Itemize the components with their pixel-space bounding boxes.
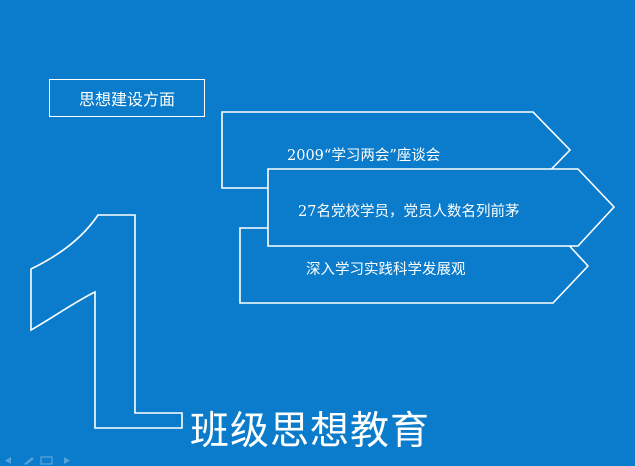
section-label-box: 思想建设方面: [49, 79, 205, 117]
arrow-item-1-text: 2009“学习两会”座谈会: [287, 148, 441, 164]
main-title: 班级思想教育: [190, 409, 431, 454]
next-arrow-icon[interactable]: [58, 456, 72, 465]
arrow-shape-2: [267, 168, 616, 247]
slide-menu-icon[interactable]: [40, 455, 54, 465]
pen-icon[interactable]: [22, 456, 36, 465]
slideshow-toolbar: [0, 454, 94, 466]
prev-arrow-icon[interactable]: [4, 456, 18, 465]
arrow-item-3-text: 深入学习实践科学发展观: [306, 262, 466, 278]
arrow-item-2-text: 27名党校学员，党员人数名列前茅: [298, 204, 520, 220]
big-number-one-outline: [30, 214, 183, 429]
section-label: 思想建设方面: [78, 90, 175, 109]
